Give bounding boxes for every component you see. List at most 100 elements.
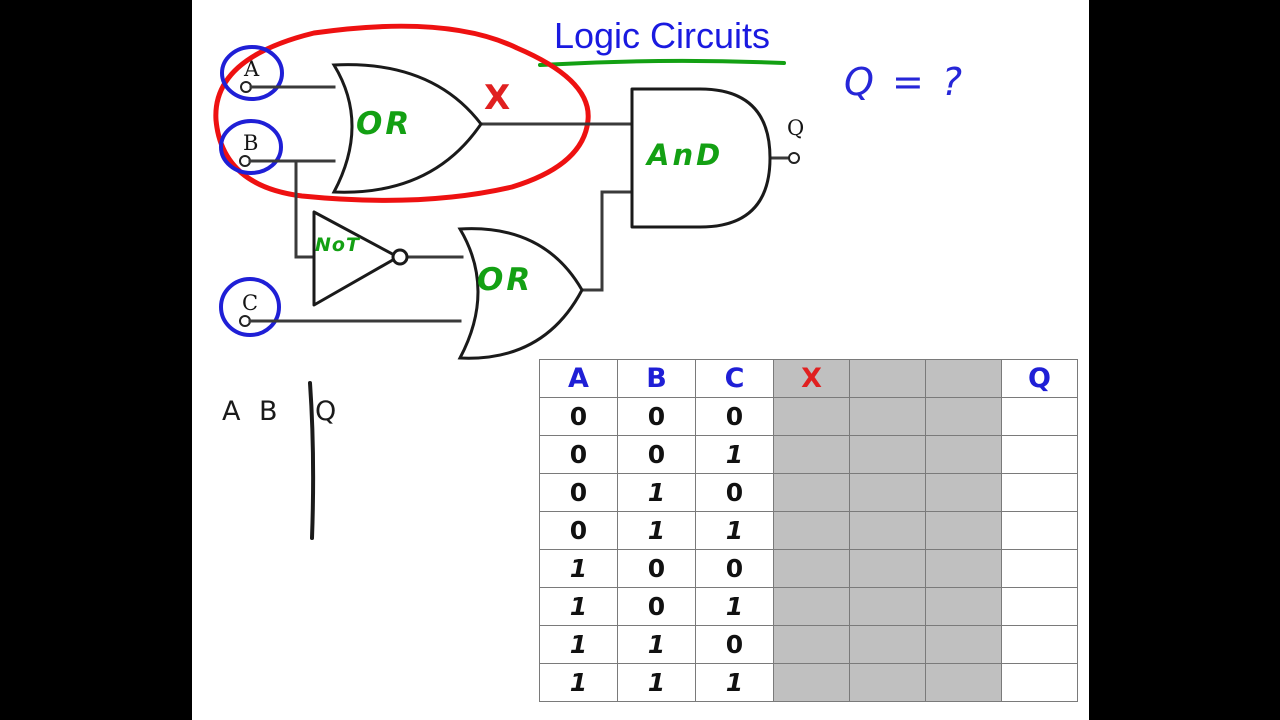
truth-table-cell-r0-c3[interactable] bbox=[773, 397, 850, 436]
truth-table-cell-r5-c4[interactable] bbox=[849, 587, 926, 626]
truth-table-cell-r0-c2[interactable]: 0 bbox=[695, 397, 774, 436]
truth-table-cell-r0-c0[interactable]: 0 bbox=[539, 397, 618, 436]
truth-table-cell-r1-c4[interactable] bbox=[849, 435, 926, 474]
truth-table-cell-r3-c6[interactable] bbox=[1001, 511, 1078, 550]
truth-table-cell-r1-c6[interactable] bbox=[1001, 435, 1078, 474]
logic-circuit-diagram bbox=[213, 23, 800, 540]
truth-table-cell-r0-c1[interactable]: 0 bbox=[617, 397, 696, 436]
scratch-note-a: A bbox=[222, 396, 241, 427]
truth-table-cell-r3-c0[interactable]: 0 bbox=[539, 511, 618, 550]
bit-value: 0 bbox=[647, 592, 666, 621]
truth-table-cell-r4-c6[interactable] bbox=[1001, 549, 1078, 588]
truth-table-cell-r6-c5[interactable] bbox=[925, 625, 1002, 664]
truth-table-cell-r1-c0[interactable]: 0 bbox=[539, 435, 618, 474]
bit-value: 0 bbox=[569, 478, 588, 507]
bit-value: 0 bbox=[725, 478, 744, 507]
red-highlight-ellipse bbox=[213, 23, 591, 203]
bit-value: 1 bbox=[647, 630, 666, 659]
truth-table-cell-r6-c3[interactable] bbox=[773, 625, 850, 664]
input-circle-b bbox=[219, 119, 283, 175]
bit-value: 1 bbox=[647, 478, 666, 507]
truth-table-cell-r4-c2[interactable]: 0 bbox=[695, 549, 774, 588]
bit-value: 1 bbox=[647, 516, 666, 545]
bit-value: 1 bbox=[725, 440, 744, 469]
not-gate-label: NoT bbox=[315, 234, 360, 256]
truth-table-cell-r2-c5[interactable] bbox=[925, 473, 1002, 512]
truth-table-cell-r6-c0[interactable]: 1 bbox=[539, 625, 618, 664]
truth-table-cell-r3-c2[interactable]: 1 bbox=[695, 511, 774, 550]
table-row: 1 0 1 bbox=[539, 587, 1078, 626]
truth-table-cell-r4-c4[interactable] bbox=[849, 549, 926, 588]
truth-table-cell-r1-c1[interactable]: 0 bbox=[617, 435, 696, 474]
truth-table-cell-r2-c4[interactable] bbox=[849, 473, 926, 512]
truth-table-cell-r3-c5[interactable] bbox=[925, 511, 1002, 550]
truth-table-cell-r2-c0[interactable]: 0 bbox=[539, 473, 618, 512]
bit-value: 1 bbox=[725, 592, 744, 621]
truth-table-cell-r7-c6[interactable] bbox=[1001, 663, 1078, 702]
truth-table-cell-r0-c6[interactable] bbox=[1001, 397, 1078, 436]
truth-table-cell-r1-c5[interactable] bbox=[925, 435, 1002, 474]
truth-table-header-cell-B: B bbox=[617, 359, 696, 398]
bit-value: 0 bbox=[569, 440, 588, 469]
question-annotation: Q = ? bbox=[844, 60, 966, 104]
truth-table-cell-r7-c0[interactable]: 1 bbox=[539, 663, 618, 702]
truth-table-cell-r6-c4[interactable] bbox=[849, 625, 926, 664]
truth-table-cell-r5-c0[interactable]: 1 bbox=[539, 587, 618, 626]
input-label-a: A bbox=[244, 57, 260, 81]
truth-table-cell-r1-c2[interactable]: 1 bbox=[695, 435, 774, 474]
wire-b-branch-to-not bbox=[294, 159, 316, 259]
truth-table-cell-r0-c5[interactable] bbox=[925, 397, 1002, 436]
output-label-q: Q bbox=[787, 116, 805, 140]
truth-table-cell-r5-c1[interactable]: 0 bbox=[617, 587, 696, 626]
truth-table-cell-r2-c2[interactable]: 0 bbox=[695, 473, 774, 512]
not-gate-shape bbox=[312, 210, 400, 307]
input-label-c: C bbox=[242, 291, 259, 315]
truth-table-cell-r5-c6[interactable] bbox=[1001, 587, 1078, 626]
truth-table-cell-r7-c3[interactable] bbox=[773, 663, 850, 702]
header-letter: B bbox=[646, 363, 667, 394]
bit-value: 0 bbox=[647, 440, 666, 469]
bit-value: 1 bbox=[725, 668, 744, 697]
bit-value: 1 bbox=[569, 554, 588, 583]
truth-table-cell-r7-c1[interactable]: 1 bbox=[617, 663, 696, 702]
bit-value: 1 bbox=[569, 592, 588, 621]
truth-table-cell-r5-c3[interactable] bbox=[773, 587, 850, 626]
truth-table-cell-r6-c1[interactable]: 1 bbox=[617, 625, 696, 664]
or-gate-2-shape bbox=[457, 227, 584, 360]
bit-value: 1 bbox=[569, 630, 588, 659]
and-gate-label: AnD bbox=[647, 138, 724, 172]
truth-table-cell-r7-c4[interactable] bbox=[849, 663, 926, 702]
truth-table-cell-r3-c1[interactable]: 1 bbox=[617, 511, 696, 550]
truth-table-cell-r5-c2[interactable]: 1 bbox=[695, 587, 774, 626]
bit-value: 0 bbox=[569, 516, 588, 545]
truth-table-cell-r2-c1[interactable]: 1 bbox=[617, 473, 696, 512]
truth-table-cell-r7-c5[interactable] bbox=[925, 663, 1002, 702]
truth-table-cell-r4-c1[interactable]: 0 bbox=[617, 549, 696, 588]
bit-value: 0 bbox=[647, 402, 666, 431]
bit-value: 0 bbox=[569, 402, 588, 431]
or-gate-1-label: OR bbox=[356, 106, 413, 142]
truth-table-cell-r3-c4[interactable] bbox=[849, 511, 926, 550]
truth-table-cell-r4-c5[interactable] bbox=[925, 549, 1002, 588]
truth-table-cell-r0-c4[interactable] bbox=[849, 397, 926, 436]
bit-value: 1 bbox=[725, 516, 744, 545]
header-letter: A bbox=[568, 363, 589, 394]
wire-or2-to-and bbox=[580, 190, 634, 292]
truth-table-cell-r4-c3[interactable] bbox=[773, 549, 850, 588]
bit-value: 0 bbox=[725, 554, 744, 583]
bit-value: 1 bbox=[647, 668, 666, 697]
truth-table-cell-r3-c3[interactable] bbox=[773, 511, 850, 550]
truth-table-cell-r7-c2[interactable]: 1 bbox=[695, 663, 774, 702]
truth-table-cell-r6-c6[interactable] bbox=[1001, 625, 1078, 664]
truth-table-cell-r2-c3[interactable] bbox=[773, 473, 850, 512]
input-circle-a bbox=[220, 45, 284, 101]
truth-table-cell-r1-c3[interactable] bbox=[773, 435, 850, 474]
truth-table-cell-r2-c6[interactable] bbox=[1001, 473, 1078, 512]
truth-table-cell-r5-c5[interactable] bbox=[925, 587, 1002, 626]
not-gate-bubble bbox=[391, 248, 409, 266]
truth-table-cell-r4-c0[interactable]: 1 bbox=[539, 549, 618, 588]
or-gate-2-label: OR bbox=[477, 262, 534, 298]
truth-table-cell-r6-c2[interactable]: 0 bbox=[695, 625, 774, 664]
